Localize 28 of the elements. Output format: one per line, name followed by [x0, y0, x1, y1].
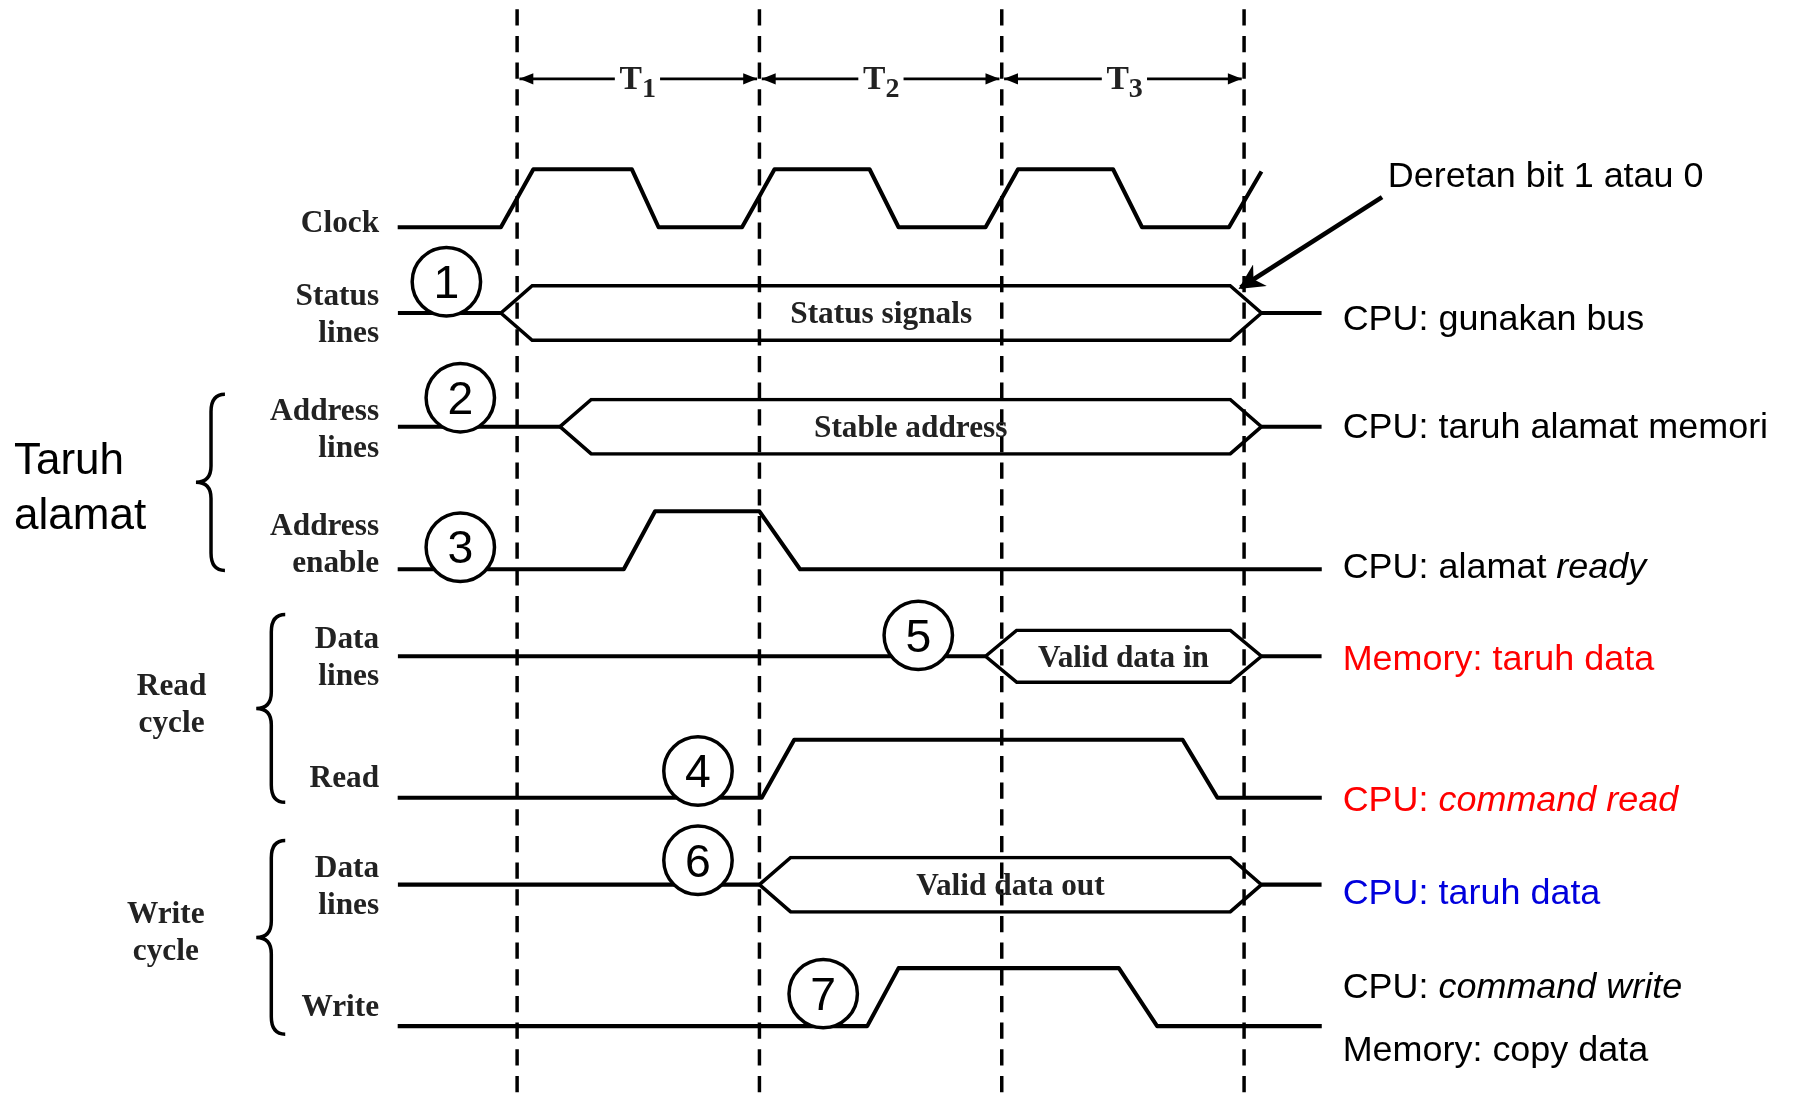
signal-description: Memory: copy data [1342, 1028, 1649, 1071]
callout-number: 5 [882, 599, 955, 672]
signal-name: Write [301, 987, 380, 1025]
signal-description: Memory: taruh data [1342, 637, 1655, 680]
signal-name: Clock [300, 204, 380, 241]
leader-arrow [1238, 195, 1384, 290]
signal-description: CPU: taruh alamat memori [1342, 405, 1769, 448]
signal-description: CPU: command read [1342, 778, 1679, 822]
signal-name: Address enable [269, 506, 380, 581]
callout-number: 1 [410, 245, 483, 318]
signal-name: Address lines [269, 392, 380, 466]
annotation-text: Deretan bit 1 atau 0 [1387, 155, 1704, 198]
signal-description: CPU: gunakan bus [1342, 297, 1645, 341]
group-label: Write cycle [125, 895, 206, 969]
callout-number: 2 [424, 361, 497, 434]
group-label: Taruh alamat [13, 433, 148, 540]
signal-description: CPU: taruh data [1342, 871, 1601, 914]
callout-number: 3 [424, 511, 497, 584]
signal-name: Data lines [313, 620, 380, 695]
signal-name: Status lines [294, 277, 380, 351]
signal-name: Read [309, 759, 380, 797]
signal-name: Data lines [313, 848, 380, 923]
signal-description: CPU: alamat ready [1342, 545, 1647, 589]
callout-number: 6 [662, 824, 734, 897]
signal-description: CPU: command write [1342, 965, 1683, 1008]
callout-number: 7 [787, 957, 860, 1030]
group-label: Read cycle [135, 666, 208, 741]
callout-number: 4 [662, 735, 734, 807]
